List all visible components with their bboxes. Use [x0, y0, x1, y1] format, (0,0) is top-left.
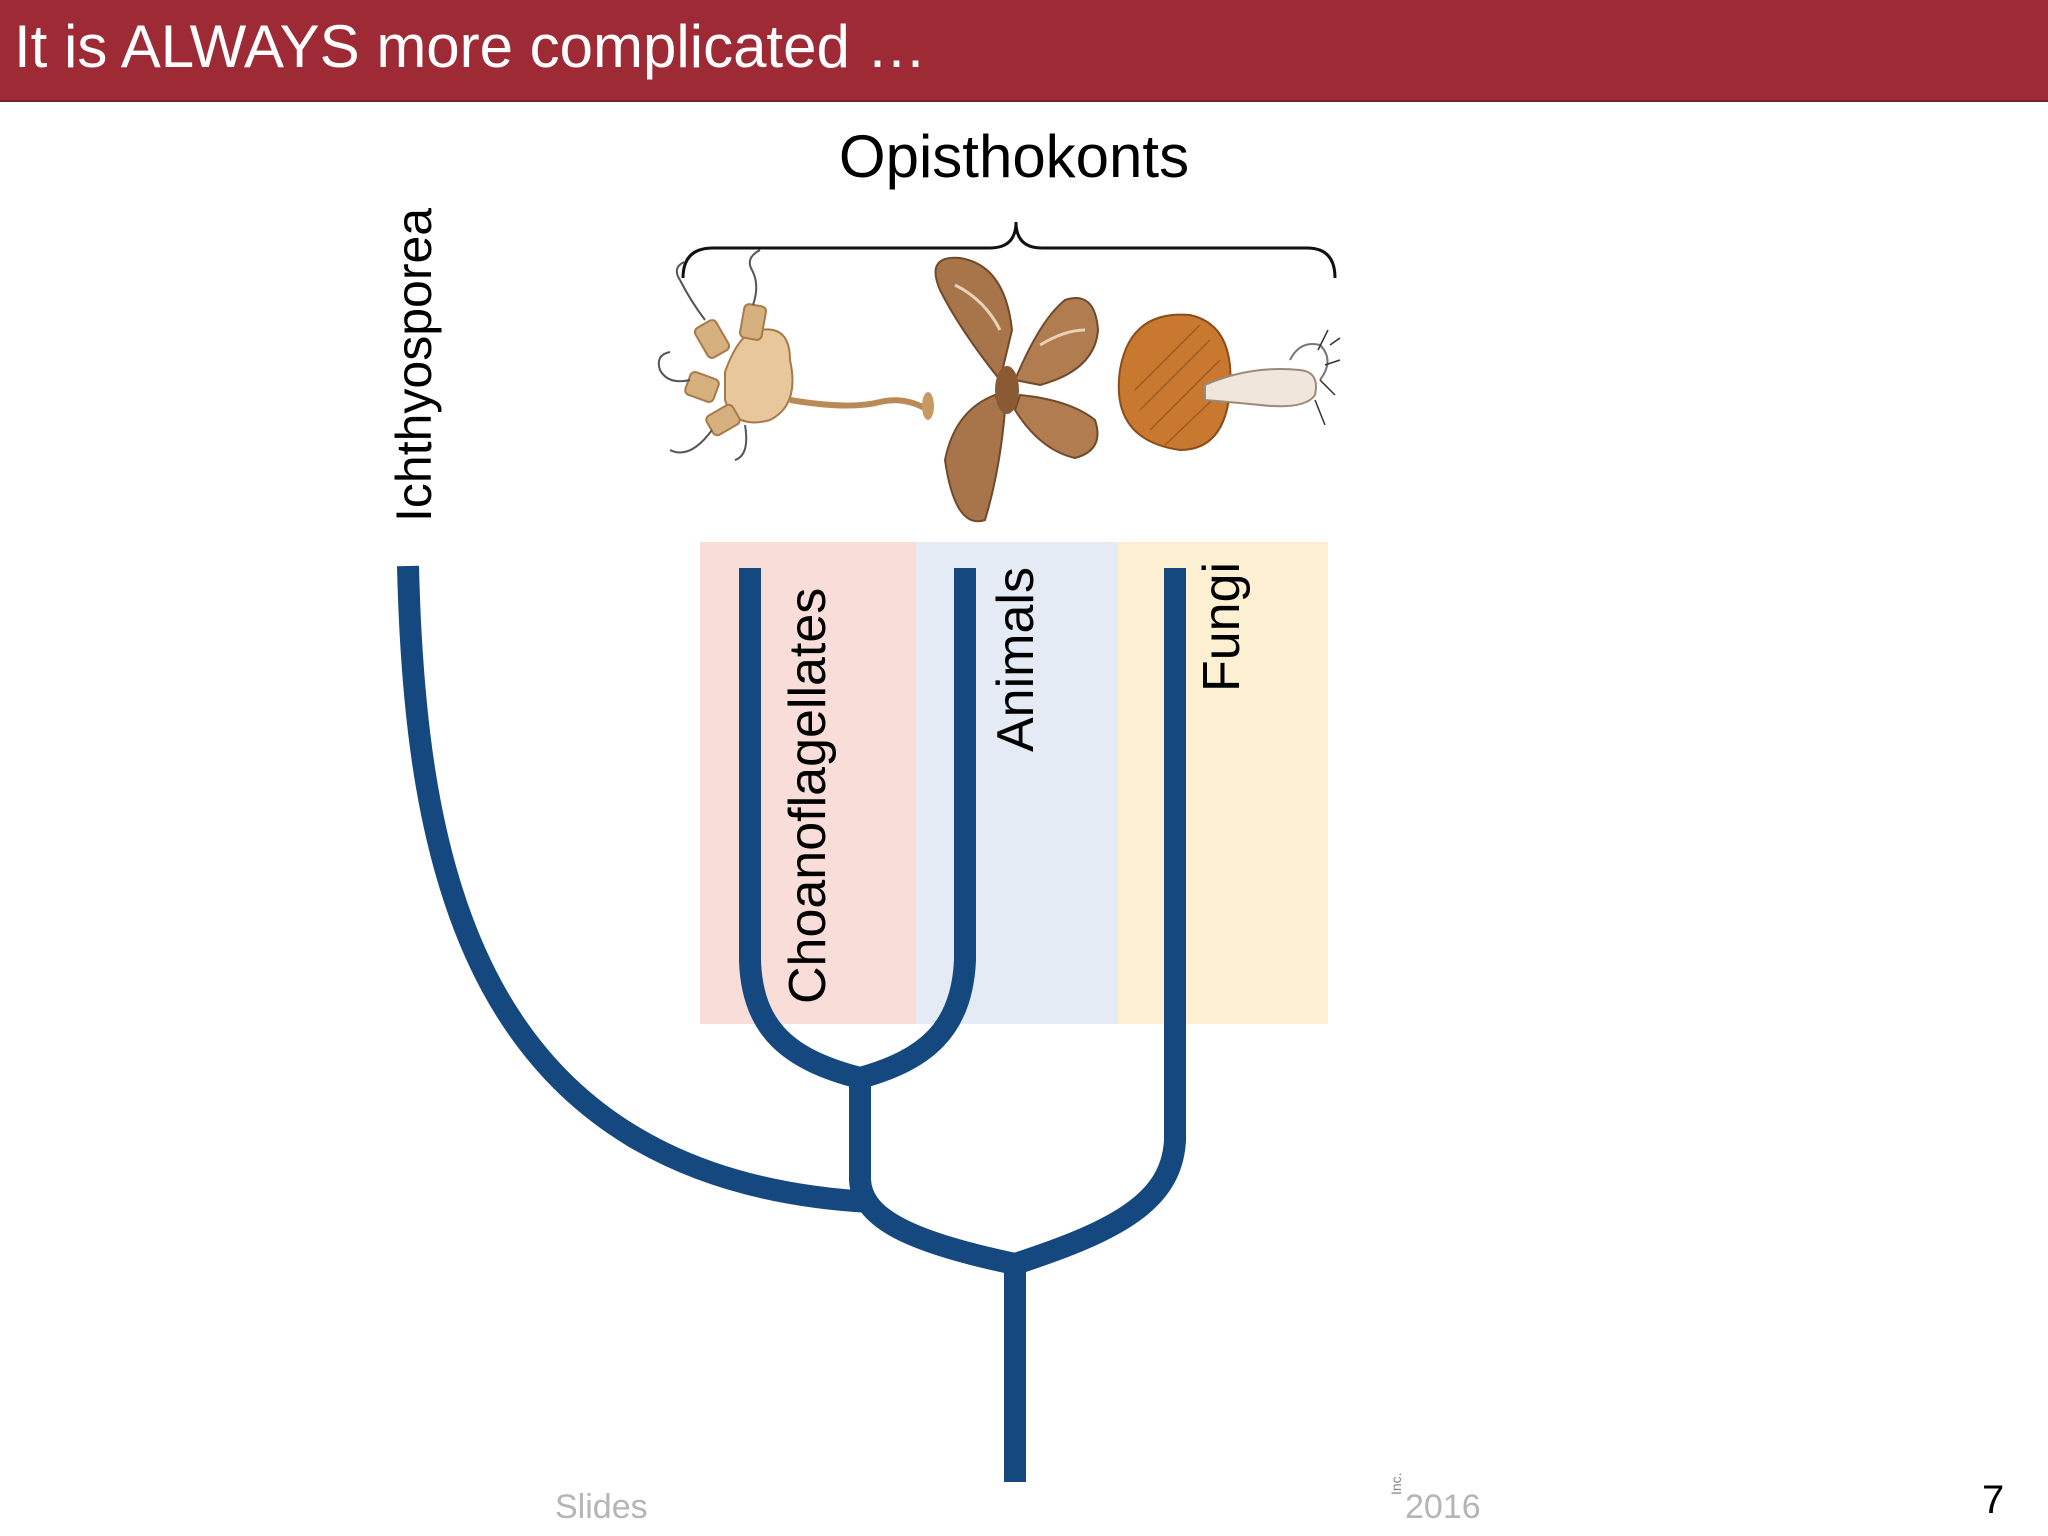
footer-small-text: Inc.	[1388, 1472, 1404, 1495]
animals-label: Animals	[987, 567, 1045, 752]
ichthyosporea-branch	[397, 565, 871, 1213]
slide-number: 7	[1982, 1478, 2005, 1522]
fungi-label: Fungi	[1193, 561, 1251, 692]
title-bar: It is ALWAYS more complicated …	[0, 0, 2048, 102]
ichthyosporea-label: Ichthyosporea	[386, 207, 442, 522]
fungi-band	[1118, 542, 1328, 1024]
animals-branch	[857, 568, 976, 1089]
choanoflagellates-label: Choanoflagellates	[779, 587, 837, 1004]
fungi-branch	[1011, 568, 1186, 1275]
footer-left-text: Slides	[555, 1488, 648, 1526]
choanoflagellates-branch	[739, 568, 863, 1089]
mushroom-icon	[1117, 313, 1341, 452]
opisthokonts-label: Opisthokonts	[838, 123, 1190, 190]
choanoflagellates-band	[700, 542, 916, 1024]
animals-band	[916, 542, 1118, 1024]
moth-icon	[934, 256, 1100, 523]
choanozoa-stem	[849, 1078, 1018, 1275]
choanoflagellate-colony-icon	[657, 249, 934, 461]
opisthokonts-brace	[681, 221, 1337, 279]
slide-title: It is ALWAYS more complicated …	[14, 13, 927, 80]
footer-right-text: 2016	[1405, 1488, 1481, 1526]
